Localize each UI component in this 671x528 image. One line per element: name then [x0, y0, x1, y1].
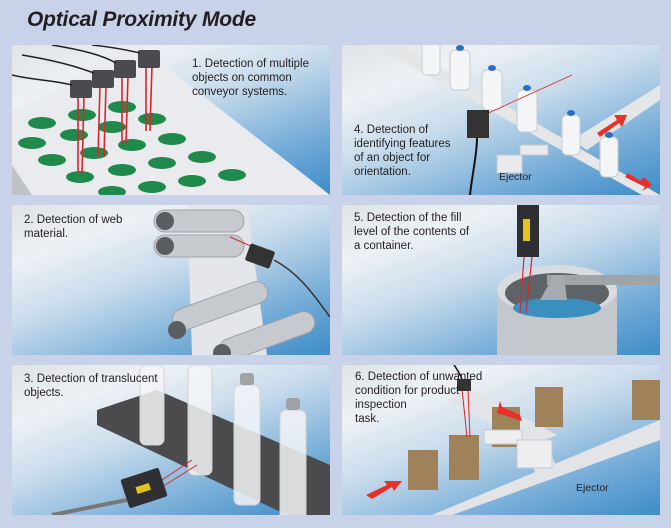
panel-multiple-objects-conveyor: 1. Detection of multiple objects on comm… [12, 45, 330, 195]
boxes-inspection-illustration [366, 365, 660, 515]
web-rollers-illustration [153, 205, 330, 355]
panel-fill-level: 5. Detection of the fill level of the co… [342, 205, 660, 355]
ejector-label: Ejector [499, 171, 532, 183]
ejector-label: Ejector [576, 482, 609, 494]
bottles-conveyor-illustration [372, 45, 660, 195]
panel-translucent-objects: 3. Detection of translucent objects. [12, 365, 330, 515]
panel-identifying-features: 4. Detection of identifying features of … [342, 45, 660, 195]
container-fill-illustration [497, 205, 660, 355]
translucent-bottles-illustration [51, 365, 330, 515]
caption-6: 6. Detection of unwanted condition for p… [355, 371, 483, 425]
panel-web-material: 2. Detection of web material. [12, 205, 330, 355]
caption-4: 4. Detection of identifying features of … [354, 124, 451, 178]
caption-3: 3. Detection of translucent objects. [24, 373, 158, 399]
caption-5: 5. Detection of the fill level of the co… [354, 212, 470, 252]
panel-unwanted-condition: 6. Detection of unwanted condition for p… [342, 365, 660, 515]
conveyor-discs-illustration [12, 45, 330, 195]
caption-1: 1. Detection of multiple objects on comm… [192, 58, 309, 98]
caption-2: 2. Detection of web material. [24, 214, 123, 240]
page-title: Optical Proximity Mode [27, 8, 256, 31]
